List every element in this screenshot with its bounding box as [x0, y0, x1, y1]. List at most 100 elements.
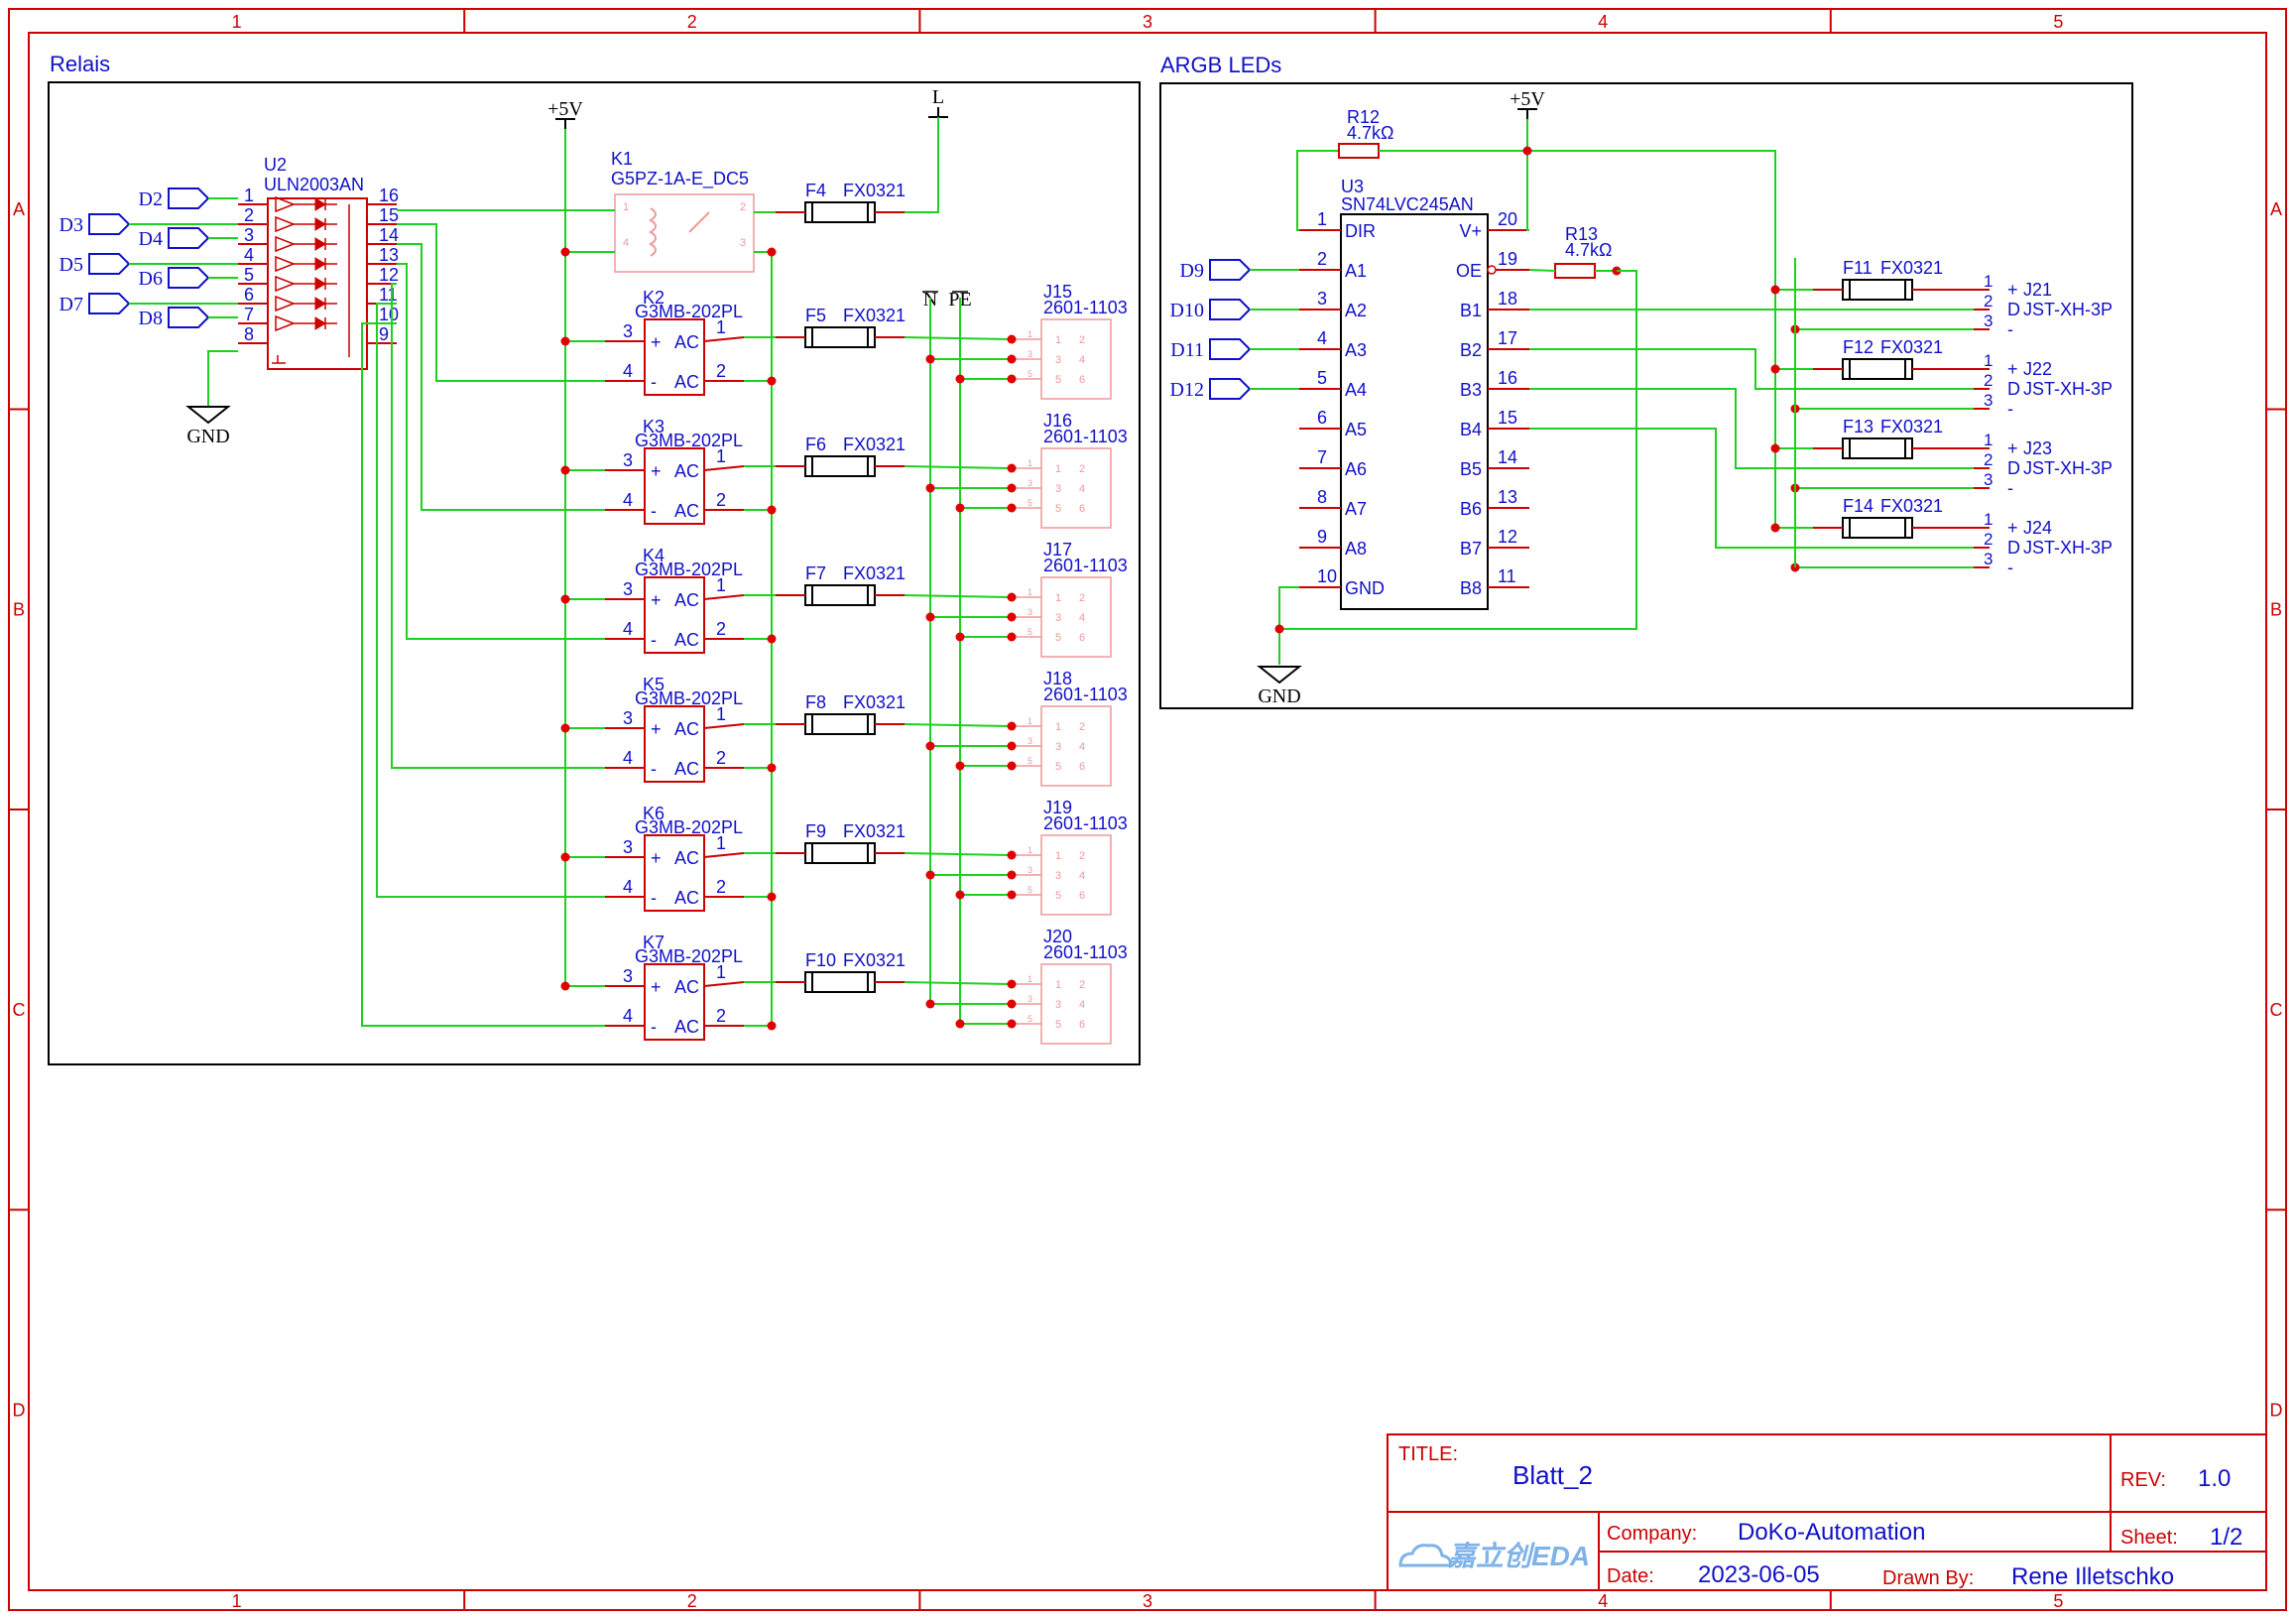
- connector-pin-tag: 5: [1027, 369, 1032, 379]
- junction-dot: [1007, 870, 1017, 880]
- junction-dot: [1007, 761, 1017, 771]
- conn-pin-number: 2: [1984, 530, 1993, 549]
- fuse-value: FX0321: [843, 821, 906, 841]
- ssr-pin-number: 2: [716, 490, 726, 510]
- ssr-plus: +: [651, 332, 662, 352]
- net-port-label: D11: [1170, 339, 1204, 361]
- u3-ref: U3: [1341, 177, 1364, 196]
- junction-dot: [560, 336, 570, 346]
- line-label: L: [932, 86, 944, 108]
- connector-pin-number: 2: [1079, 721, 1085, 733]
- frame-column-label: 1: [232, 12, 242, 32]
- conn-value: JST-XH-3P: [2023, 379, 2113, 399]
- ssr-ref: K6: [643, 804, 665, 823]
- ssr-pin-number: 2: [716, 1006, 726, 1026]
- junction-dot: [1007, 374, 1017, 384]
- connector-pin-tag: 3: [1027, 994, 1032, 1004]
- fuse-ref: F4: [805, 181, 826, 200]
- oe-inversion: [1487, 265, 1497, 275]
- conn-pin-name: -: [2007, 478, 2013, 498]
- frame-row-label: B: [13, 599, 25, 619]
- junction-dot: [1007, 483, 1017, 493]
- junction-dot: [1007, 979, 1017, 989]
- drawn-by-value: Rene Illetschko: [2011, 1563, 2174, 1590]
- title-label: TITLE:: [1398, 1443, 1458, 1465]
- ssr-minus: -: [651, 1017, 657, 1037]
- net-port-label: D8: [139, 308, 163, 329]
- fuse-value: FX0321: [843, 692, 906, 712]
- fuse-value: FX0321: [1880, 496, 1943, 516]
- connector-pin-number: 1: [1055, 721, 1061, 733]
- ssr-pin-number: 2: [716, 748, 726, 768]
- ssr-ac: AC: [674, 501, 699, 521]
- u3-pin-number: 15: [1498, 408, 1517, 428]
- ssr-drive-wire: [391, 283, 605, 769]
- ssr-plus: +: [651, 590, 662, 610]
- diode-icon: [314, 277, 326, 291]
- conn-pin-number: 2: [1984, 371, 1993, 390]
- u3-value: SN74LVC245AN: [1341, 194, 1474, 214]
- ssr-pin-number: 1: [716, 833, 726, 853]
- buffer-triangle: [275, 275, 297, 293]
- ssr-pin-number: 3: [623, 579, 633, 599]
- ssr-minus: -: [651, 759, 657, 779]
- b-data-wire: [1529, 428, 1974, 549]
- fuse-ref: F12: [1843, 337, 1873, 357]
- ground-label: GND: [186, 426, 229, 447]
- connector-value: 2601-1103: [1043, 298, 1128, 317]
- diode-icon: [314, 237, 326, 251]
- conn-pin-number: 1: [1984, 351, 1993, 370]
- buffer-triangle: [275, 314, 297, 332]
- buffer-triangle: [275, 215, 297, 233]
- u3-pin-name: A6: [1345, 459, 1367, 479]
- net-port-flag: [88, 213, 131, 235]
- u3-pin-name: A4: [1345, 380, 1367, 400]
- u3-pin-number: 1: [1317, 209, 1327, 229]
- relais-circuit: U2ULN2003AN12345678161514131211109D2D3D4…: [60, 86, 1128, 1045]
- net-port-label: D4: [139, 228, 163, 250]
- ssr-minus: -: [651, 888, 657, 908]
- net-port-flag: [1209, 259, 1252, 281]
- u3-pin-number: 12: [1498, 527, 1517, 547]
- connector-pin-number: 6: [1079, 890, 1085, 902]
- ssr-pin-number: 1: [716, 704, 726, 724]
- driver-pin-number: 5: [244, 265, 254, 285]
- diode-icon: [314, 197, 326, 211]
- buffer-triangle: [275, 255, 297, 273]
- u3-pin-number: 18: [1498, 289, 1517, 309]
- conn-value: JST-XH-3P: [2023, 300, 2113, 319]
- connector-pin-tag: 5: [1027, 885, 1032, 895]
- connector-pin-number: 2: [1079, 463, 1085, 475]
- connector-pin-tag: 1: [1027, 974, 1032, 984]
- u3-pin-name: B5: [1460, 459, 1482, 479]
- conn-pin-number: 3: [1984, 550, 1993, 568]
- u3-pin-number: 7: [1317, 447, 1327, 467]
- buffer-triangle: [275, 195, 297, 213]
- net-port-label: D12: [1170, 379, 1204, 401]
- ssr-pin-number: 3: [623, 321, 633, 341]
- junction-dot: [1007, 999, 1017, 1009]
- ground-icon: [185, 406, 231, 425]
- net-port-flag: [168, 227, 210, 249]
- connector-pin-number: 4: [1079, 612, 1085, 624]
- connector-value: 2601-1103: [1043, 427, 1128, 446]
- driver-pin-number: 14: [379, 225, 399, 245]
- ssr-pin-number: 3: [623, 708, 633, 728]
- ssr-value: G3MB-202PL: [635, 560, 743, 579]
- title-block: TITLE: Blatt_2 REV: 1.0 Company: DoKo-Au…: [1387, 1433, 2267, 1591]
- ssr-ac: AC: [674, 759, 699, 779]
- eda-logo: 嘉立创EDA: [1398, 1541, 1590, 1571]
- company-value: DoKo-Automation: [1738, 1519, 1925, 1546]
- b-data-wire: [1529, 348, 1974, 390]
- connector-pin-number: 1: [1055, 334, 1061, 346]
- fuse-ref: F10: [805, 950, 836, 970]
- connector-pin-tag: 5: [1027, 627, 1032, 637]
- junction-dot: [560, 594, 570, 604]
- connector-pin-tag: 5: [1027, 1014, 1032, 1024]
- frame-row-label: A: [13, 199, 25, 219]
- junction-dot: [925, 354, 935, 364]
- net-port-flag: [168, 307, 210, 328]
- net-port-label: D9: [1180, 260, 1204, 282]
- ground-icon: [1257, 666, 1302, 685]
- frame-row-label: C: [2270, 1000, 2283, 1020]
